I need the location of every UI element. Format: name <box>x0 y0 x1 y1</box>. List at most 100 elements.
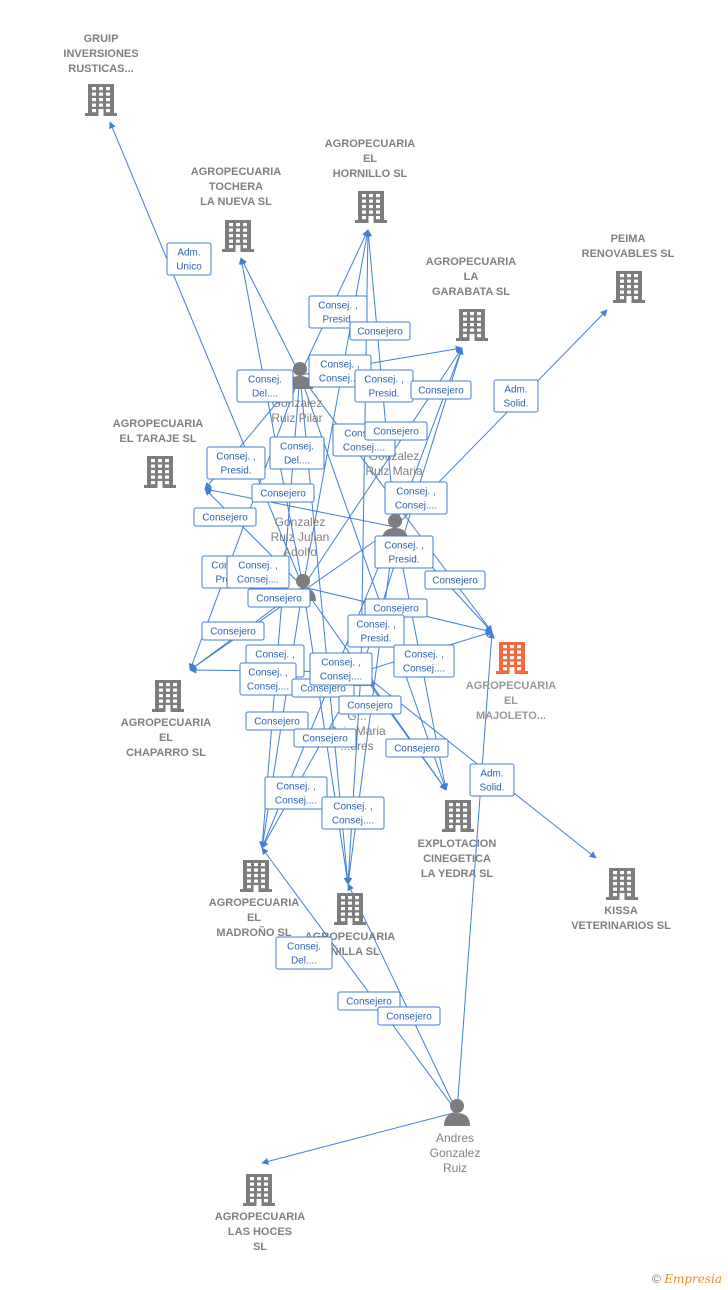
company-majoleto-label: EL <box>504 695 518 707</box>
company-pinilla-icon-window <box>355 918 359 922</box>
company-gruip-label: RUSTICAS... <box>68 63 133 75</box>
company-yedra-icon-window <box>463 825 467 829</box>
company-majoleto-icon-window <box>517 650 521 654</box>
edge-label-l7[interactable]: Consej.Del.... <box>236 369 294 403</box>
company-taraje-icon-window <box>151 475 155 479</box>
company-pinilla-icon-window <box>348 912 352 916</box>
edge-label-text: Consejero <box>386 1012 432 1023</box>
person-andres-icon[interactable] <box>444 1099 470 1126</box>
edge-pilar-to-tochera <box>240 257 301 376</box>
edge-label-l18[interactable]: Consej. ,Consej.... <box>226 555 290 589</box>
company-hornillo-icon-window <box>376 194 380 198</box>
company-hoces-icon-door <box>256 1199 262 1206</box>
company-majoleto-icon[interactable] <box>496 642 528 674</box>
edge-label-l32[interactable]: Adm.Solid. <box>469 763 515 797</box>
company-pinilla-label: PIÑILLA SL <box>320 945 380 958</box>
edge-label-l6[interactable]: Consejero <box>410 380 472 400</box>
company-yedra-icon-window <box>449 819 453 823</box>
company-tochera-icon-window <box>243 228 247 232</box>
edge-label-box <box>338 695 402 715</box>
edge-label-l5[interactable]: Consej. ,Presid. <box>354 369 414 403</box>
edge-label-box <box>349 321 411 341</box>
company-yedra-icon[interactable] <box>442 800 474 832</box>
company-pinilla-icon-window <box>341 901 345 905</box>
company-madrono-icon[interactable] <box>240 860 272 892</box>
company-garabata-icon-window <box>477 312 481 316</box>
company-gruip-icon[interactable] <box>85 84 117 116</box>
company-garabata-icon[interactable] <box>456 309 488 341</box>
company-garabata-icon-window <box>470 312 474 316</box>
edge-label-l3[interactable]: Consejero <box>349 321 411 341</box>
edge-label-l37[interactable]: Consejero <box>337 991 401 1011</box>
edge-label-l24[interactable]: Consej. ,Consej.... <box>393 644 455 678</box>
company-taraje-icon[interactable] <box>144 456 176 488</box>
company-madrono-icon-window <box>261 874 265 878</box>
edge-label-l11[interactable]: Consejero <box>364 421 428 441</box>
edge-label-l12[interactable]: Consej. ,Presid. <box>206 446 266 480</box>
edge-label-l13[interactable]: Consejero <box>251 483 315 503</box>
edge-label-text: Consej. , <box>318 301 357 312</box>
edge-label-l31[interactable]: Consejero <box>293 728 357 748</box>
edge-label-l9[interactable]: Consej.Del.... <box>269 436 325 470</box>
edge-label-l38[interactable]: Consejero <box>377 1006 441 1026</box>
company-tochera-icon[interactable] <box>222 220 254 252</box>
company-kissa-icon[interactable] <box>606 868 638 900</box>
company-tochera-label: LA NUEVA SL <box>200 196 272 208</box>
company-madrono-label: MADROÑO SL <box>216 926 291 939</box>
company-peima-label: PEIMA <box>611 233 646 245</box>
edge-label-l8[interactable]: Adm.Solid. <box>493 379 539 413</box>
company-majoleto-icon-window <box>517 661 521 665</box>
company-hornillo-icon-window <box>376 216 380 220</box>
company-yedra-icon-window <box>456 814 460 818</box>
edge-label-l16[interactable]: Consej. ,Presid. <box>374 535 434 569</box>
edge-label-l14[interactable]: Consej. ,Consej.... <box>384 481 448 515</box>
company-gruip-icon-window <box>92 92 96 96</box>
company-garabata-icon-window <box>463 328 467 332</box>
company-gruip-label: INVERSIONES <box>63 48 138 60</box>
edge-label-l25[interactable]: Consej. ,Consej.... <box>239 662 297 696</box>
edge-label-l15[interactable]: Consejero <box>193 507 257 527</box>
company-hoces-icon-window <box>264 1177 268 1181</box>
edge-label-l36[interactable]: Consej.Del.... <box>275 936 333 970</box>
company-hornillo-icon-door <box>368 216 374 223</box>
company-pinilla-icon-window <box>341 907 345 911</box>
edge-label-l2[interactable]: Consej. ,Presid. <box>308 295 368 329</box>
company-tochera-icon-window <box>229 223 233 227</box>
edge-label-text: Consej. , <box>356 620 395 631</box>
edge-label-l35[interactable]: Consejero <box>385 738 449 758</box>
edge-label-l34[interactable]: Consej. ,Consej.... <box>321 796 385 830</box>
edge-label-text: Consejero <box>357 327 403 338</box>
company-hoces-icon-window <box>250 1182 254 1186</box>
company-gruip-icon-window <box>92 109 96 113</box>
edge-label-l22[interactable]: Consej. ,Presid. <box>347 614 405 648</box>
company-taraje-icon-window <box>151 470 155 474</box>
company-gruip-icon-window <box>106 87 110 91</box>
edge-label-l33[interactable]: Consej. ,Consej.... <box>264 776 328 810</box>
edge-labels-layer: GRUIPINVERSIONESRUSTICAS...AGROPECUARIAT… <box>63 33 674 1253</box>
company-chaparro-icon-window <box>159 705 163 709</box>
edge-label-box <box>245 711 309 731</box>
edge-label-l29[interactable]: Consejero <box>338 695 402 715</box>
company-hoces-icon[interactable] <box>243 1174 275 1206</box>
edge-label-l27[interactable]: Consejero <box>201 621 265 641</box>
company-peima-icon-window <box>634 279 638 283</box>
company-pinilla-icon[interactable] <box>334 893 366 925</box>
company-chaparro-icon[interactable] <box>152 680 184 712</box>
edge-label-l28[interactable]: Consej. ,Consej.... <box>309 652 373 686</box>
company-hornillo-icon[interactable] <box>355 191 387 223</box>
company-tochera-icon-window <box>236 228 240 232</box>
edge-label-text: Consej. , <box>320 360 359 371</box>
brand-logo[interactable]: Empresia <box>664 1272 722 1286</box>
edge-label-l19[interactable]: Consejero <box>424 570 486 590</box>
company-majoleto-icon-window <box>503 650 507 654</box>
edge-label-l1[interactable]: Adm.Unico <box>166 242 212 276</box>
edge-label-text: Consejero <box>202 513 248 524</box>
company-madrono-icon-window <box>247 868 251 872</box>
edge-label-text: Consejero <box>373 427 419 438</box>
company-taraje-icon-window <box>158 470 162 474</box>
edge-label-l30[interactable]: Consejero <box>245 711 309 731</box>
company-peima-icon[interactable] <box>613 271 645 303</box>
company-majoleto-icon-window <box>517 656 521 660</box>
edge-label-l21[interactable]: Consejero <box>364 598 428 618</box>
edge-label-l20[interactable]: Consejero <box>247 588 311 608</box>
